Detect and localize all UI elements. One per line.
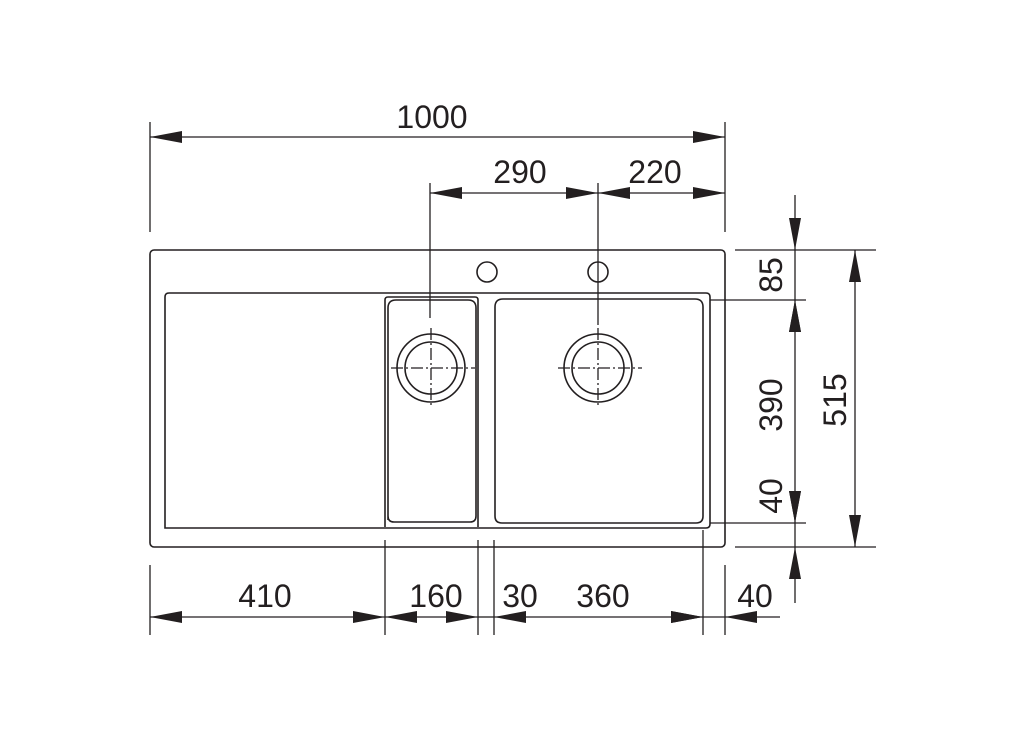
sink-outline (149, 249, 726, 548)
arrowhead (150, 611, 182, 623)
arrowhead (446, 611, 478, 623)
arrowhead (789, 491, 801, 523)
small-bowl-drain (391, 328, 475, 408)
arrowhead (598, 187, 630, 199)
arrowhead (385, 611, 417, 623)
dim-right-margin: 40 (737, 578, 773, 614)
dim-bowl-divider: 30 (502, 578, 538, 614)
dim-overall-width: 1000 (396, 99, 467, 135)
extension-lines (149, 122, 876, 635)
drainer-rim (164, 292, 711, 529)
dim-top-margin: 85 (753, 257, 789, 293)
small-bowl-outer (384, 296, 479, 527)
arrowhead (353, 611, 385, 623)
tap-hole (476, 261, 498, 283)
arrowhead (725, 611, 757, 623)
arrowhead (566, 187, 598, 199)
arrowhead (849, 250, 861, 282)
arrowhead (789, 218, 801, 250)
arrowhead (430, 187, 462, 199)
large-bowl-drain (558, 328, 642, 408)
arrowhead (789, 547, 801, 579)
dim-drain-spacing: 290 (493, 154, 546, 190)
dim-drainer-width: 410 (238, 578, 291, 614)
arrowhead (693, 187, 725, 199)
arrowhead (150, 131, 182, 143)
dim-large-bowl-width: 360 (576, 578, 629, 614)
large-bowl (494, 298, 704, 524)
dimension-lines (150, 131, 861, 623)
small-bowl (387, 299, 477, 523)
dim-overall-depth: 515 (817, 373, 853, 426)
sink-outer-edge (149, 249, 726, 548)
arrowhead (849, 515, 861, 547)
dim-small-bowl-width: 160 (409, 578, 462, 614)
arrowhead (671, 611, 703, 623)
dim-drain-to-edge: 220 (628, 154, 681, 190)
arrowhead (789, 300, 801, 332)
arrowhead (494, 611, 526, 623)
dim-bottom-margin: 40 (753, 478, 789, 514)
dim-bowl-depth: 390 (753, 378, 789, 431)
arrowhead (693, 131, 725, 143)
